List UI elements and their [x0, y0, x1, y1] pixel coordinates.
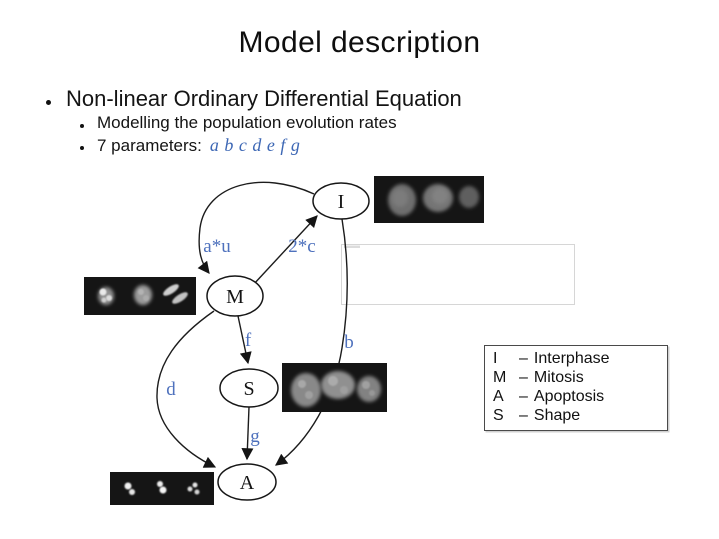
- legend-key: M: [493, 369, 507, 386]
- slide-title: Model description: [238, 26, 481, 59]
- edge-label-b: b: [344, 332, 354, 353]
- placeholder-smudge: [344, 245, 360, 248]
- legend-row-interphase: I – Interphase: [493, 349, 667, 368]
- diagram-nodes: I M S A: [206, 182, 370, 501]
- edge-i-to-m: [197, 181, 315, 274]
- edge-label-d: d: [166, 379, 176, 400]
- edge-s-to-a: [241, 406, 254, 461]
- node-ellipse-mitosis: [206, 275, 264, 317]
- empty-placeholder-box: [341, 244, 575, 305]
- edge-m-to-a: [156, 310, 217, 468]
- edge-m-to-s: [237, 315, 252, 365]
- legend-row-shape: S – Shape: [493, 406, 667, 425]
- legend-row-mitosis: M – Mitosis: [493, 368, 667, 387]
- bullet-dot: [80, 124, 84, 128]
- legend-key: S: [493, 407, 504, 424]
- mitosis-micrograph: [84, 277, 196, 315]
- bullet-dot: [46, 100, 51, 105]
- edge-label-au: a*u: [203, 236, 231, 257]
- bullet-dot: [80, 146, 84, 150]
- node-ellipse-shape: [219, 368, 279, 408]
- legend-separator: –: [519, 369, 528, 386]
- diagram-edges: [156, 181, 348, 468]
- legend-box: I – Interphase M – Mitosis A – Apoptosis…: [484, 345, 668, 431]
- edge-i-to-a: [275, 218, 348, 466]
- node-label-m: M: [226, 286, 244, 308]
- sub-bullet-parameters: 7 parameters: a b c d e f g: [97, 136, 300, 154]
- interphase-micrograph: [374, 176, 484, 223]
- bullet-item-ode: Non-linear Ordinary Differential Equatio…: [66, 86, 462, 111]
- legend-name: Apoptosis: [533, 388, 605, 405]
- node-label-i: I: [338, 191, 345, 213]
- edge-label-2c: 2*c: [288, 236, 315, 257]
- apoptosis-micrograph: [110, 472, 214, 505]
- node-ellipse-apoptosis: [217, 463, 277, 501]
- legend-row-apoptosis: A – Apoptosis: [493, 387, 667, 406]
- legend-key: A: [493, 388, 504, 405]
- parameters-letters: a b c d e f g: [209, 135, 301, 155]
- edge-label-f: f: [245, 330, 252, 351]
- node-label-a: A: [240, 472, 255, 494]
- legend-separator: –: [519, 407, 528, 424]
- shape-micrograph: [282, 363, 387, 412]
- edge-m-to-i: [252, 215, 318, 286]
- parameters-prefix: 7 parameters:: [97, 136, 202, 155]
- sub-bullet-modelling: Modelling the population evolution rates: [97, 113, 397, 132]
- edge-labels: a*u 2*c f g d b: [166, 236, 354, 447]
- edge-label-g: g: [250, 426, 260, 447]
- legend-name: Interphase: [533, 350, 610, 367]
- node-ellipse-interphase: [312, 182, 370, 220]
- node-label-s: S: [243, 378, 254, 400]
- legend-name: Shape: [533, 407, 581, 424]
- legend-name: Mitosis: [533, 369, 584, 386]
- legend-key: I: [493, 350, 498, 367]
- legend-separator: –: [519, 350, 528, 367]
- legend-separator: –: [519, 388, 528, 405]
